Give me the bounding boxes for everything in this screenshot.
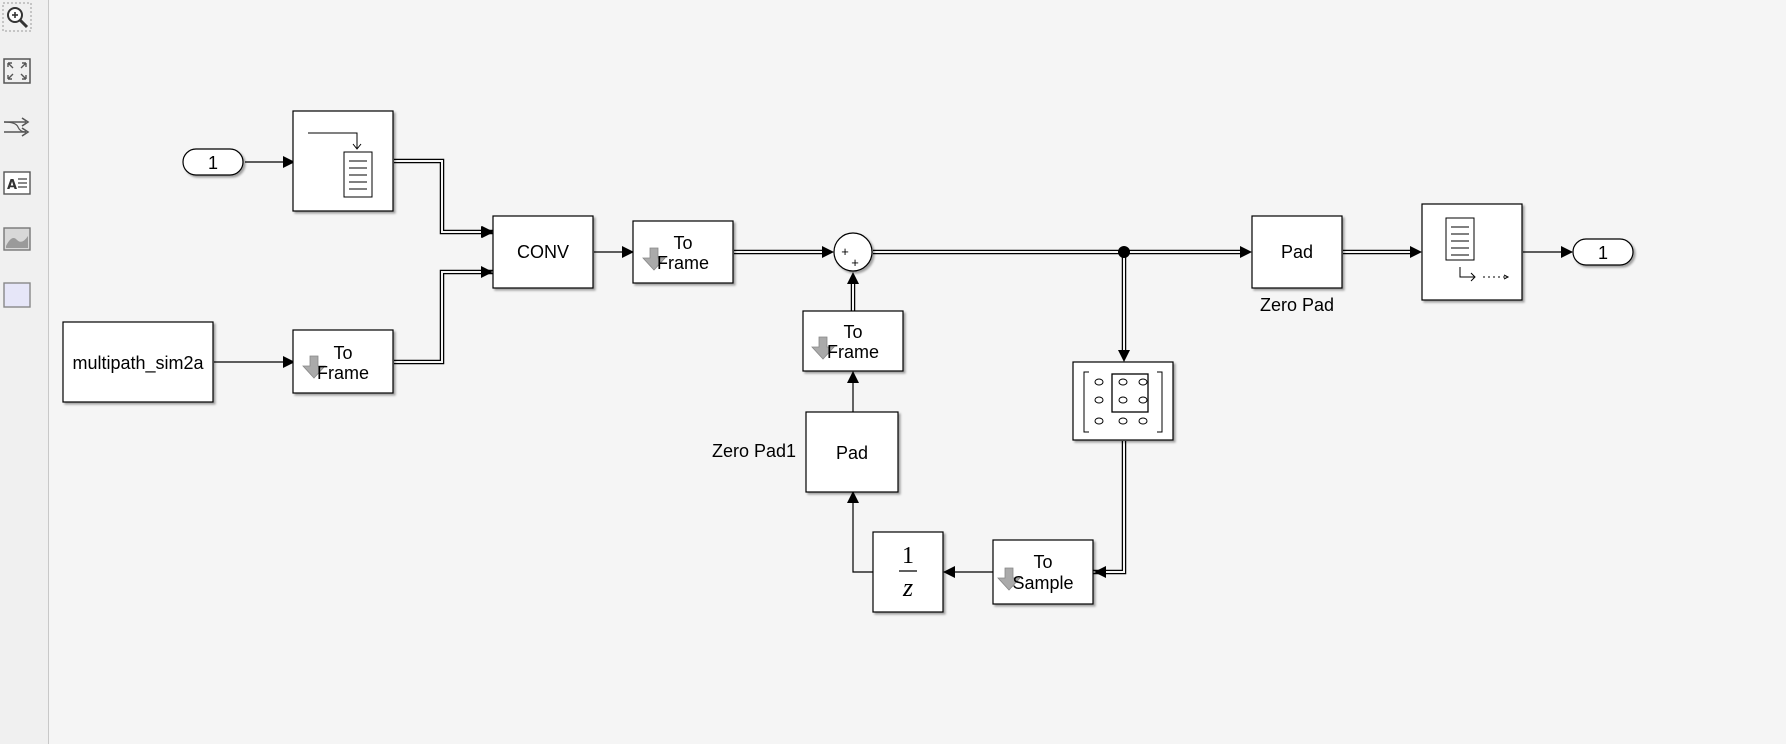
down-arrow-icon <box>811 336 835 360</box>
to-frame-block-1[interactable]: To Frame <box>292 329 394 394</box>
to-frame-2-line1: To <box>673 233 692 253</box>
submatrix-icon <box>1083 371 1163 433</box>
conv-label: CONV <box>517 242 569 262</box>
image-icon[interactable] <box>0 222 34 256</box>
branch-point <box>1118 246 1130 258</box>
buffer-icon <box>308 132 373 198</box>
annotation-icon[interactable]: A <box>0 166 34 200</box>
to-frame-3-line2: Frame <box>827 342 879 362</box>
to-frame-2-line2: Frame <box>657 253 709 273</box>
zero-pad1-block[interactable]: Pad <box>805 411 899 493</box>
source-block-multipath[interactable]: multipath_sim2a <box>62 321 214 403</box>
unbuffer-block[interactable] <box>1421 203 1523 301</box>
to-sample-line2: Sample <box>1012 573 1073 593</box>
toolbar: A <box>0 0 49 744</box>
signal-lines <box>214 156 1573 578</box>
fit-to-view-icon[interactable] <box>0 54 34 88</box>
signal-routing-icon[interactable] <box>0 110 34 144</box>
zero-pad-name: Zero Pad <box>1260 295 1334 315</box>
zero-pad-label: Pad <box>1281 242 1313 262</box>
sum-sign-top: + <box>841 244 849 259</box>
inport-block[interactable]: 1 <box>182 148 244 176</box>
to-sample-line1: To <box>1033 552 1052 572</box>
conv-block[interactable]: CONV <box>492 215 594 289</box>
diagram-canvas[interactable]: 1 multipath_sim2a To Frame CONV <box>49 0 1786 744</box>
down-arrow-icon <box>302 355 326 379</box>
zoom-icon[interactable] <box>0 0 34 34</box>
submatrix-block[interactable] <box>1072 361 1174 441</box>
to-sample-block[interactable]: To Sample <box>992 539 1094 605</box>
unit-delay-denominator: z <box>902 573 913 602</box>
zero-pad1-label: Pad <box>836 443 868 463</box>
to-frame-1-line1: To <box>333 343 352 363</box>
unbuffer-icon <box>1445 217 1510 282</box>
source-block-label: multipath_sim2a <box>72 353 204 374</box>
block-diagram: 1 multipath_sim2a To Frame CONV <box>62 110 1634 613</box>
sum-sign-bottom: + <box>851 255 859 270</box>
area-icon[interactable] <box>0 278 34 312</box>
inport-label: 1 <box>208 153 218 173</box>
to-frame-1-line2: Frame <box>317 363 369 383</box>
svg-text:A: A <box>7 178 17 193</box>
to-frame-3-line1: To <box>843 322 862 342</box>
outport-block[interactable]: 1 <box>1572 238 1634 266</box>
down-arrow-icon <box>642 247 666 271</box>
to-frame-block-3[interactable]: To Frame <box>802 310 904 372</box>
outport-label: 1 <box>1598 243 1608 263</box>
unit-delay-numerator: 1 <box>902 543 914 569</box>
zero-pad-block[interactable]: Pad <box>1251 215 1343 289</box>
unit-delay-block[interactable]: 1 z <box>872 531 944 613</box>
to-frame-block-2[interactable]: To Frame <box>632 220 734 284</box>
sum-block[interactable]: + + <box>833 232 873 272</box>
zero-pad1-name: Zero Pad1 <box>712 441 796 461</box>
buffer-block[interactable] <box>292 110 394 212</box>
down-arrow-icon <box>997 567 1021 591</box>
